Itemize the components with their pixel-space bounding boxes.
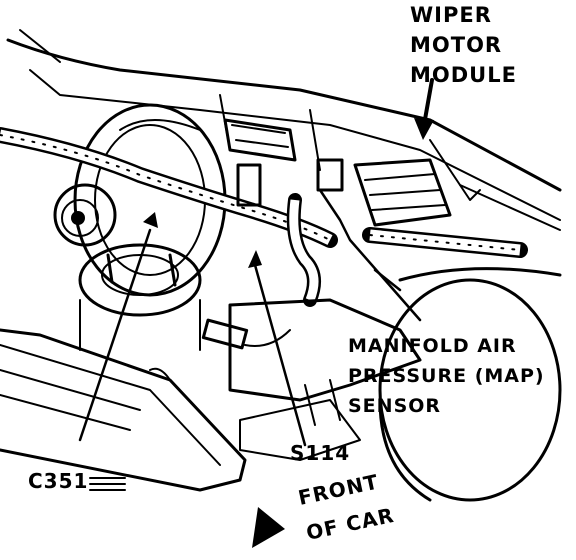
intake-manifold <box>228 298 422 461</box>
wiper-arrow <box>414 78 434 140</box>
s114-label: S114 <box>290 441 350 465</box>
c351-leader-mark <box>89 477 126 491</box>
map-label-line2: PRESSURE (MAP) <box>348 365 545 387</box>
throttle-body <box>78 243 202 351</box>
c351-label: C351 <box>28 469 88 493</box>
map-label-line1: MANIFOLD AIR <box>348 335 517 357</box>
sensor-plug <box>201 318 291 350</box>
front-of-car-line2: OF CAR <box>304 503 396 545</box>
leader-lines <box>78 188 422 447</box>
actuator-canister <box>53 183 117 247</box>
front-of-car-arrow <box>252 507 285 548</box>
c351-arrow <box>143 212 158 228</box>
wiper-label-line2: MOTOR <box>410 33 502 57</box>
wiper-motor-module <box>316 158 452 227</box>
front-of-car-line1: FRONT <box>296 469 381 509</box>
air-cleaner <box>378 267 562 502</box>
s114-arrow <box>248 250 262 268</box>
wiper-label-line3: MODULE <box>410 63 517 87</box>
relay-connector-block <box>223 118 297 207</box>
left-valve-cover <box>0 328 247 492</box>
map-label-line3: SENSOR <box>348 395 441 417</box>
wiper-label-line1: WIPER <box>410 3 492 27</box>
wiring-harness <box>0 127 528 307</box>
